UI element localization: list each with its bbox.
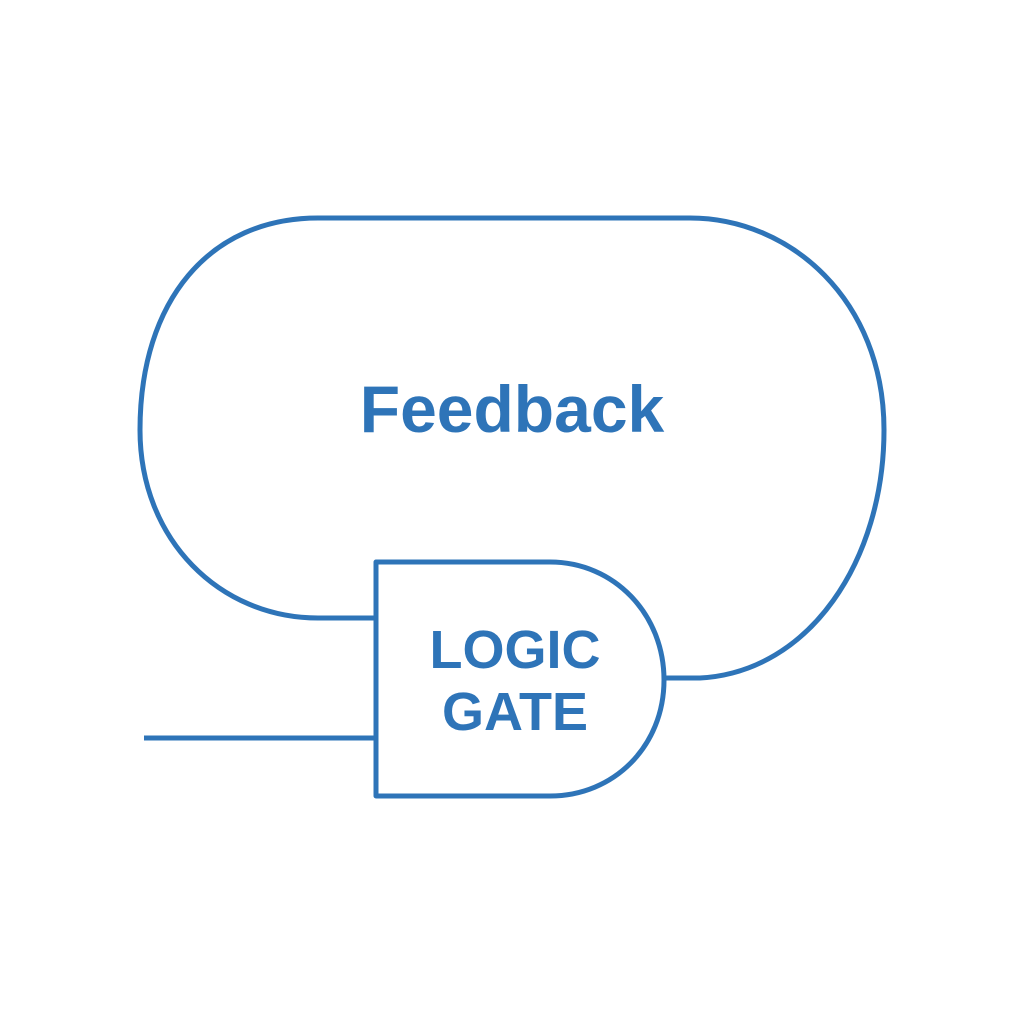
feedback-label: Feedback	[360, 372, 665, 446]
gate-label-line2: GATE	[442, 682, 588, 742]
feedback-loop-path	[137, 215, 887, 681]
gate-label-line1: LOGIC	[430, 620, 601, 680]
logic-gate-body	[373, 559, 667, 799]
